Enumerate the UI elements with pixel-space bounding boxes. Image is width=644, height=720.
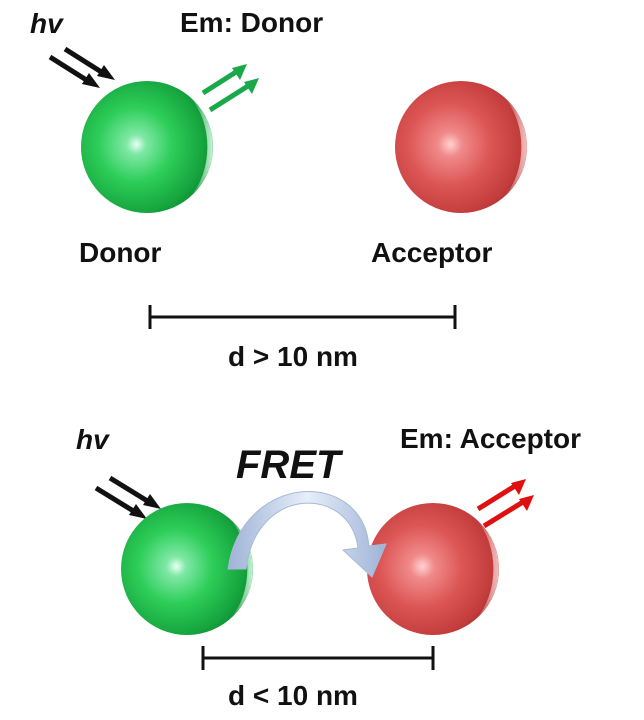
fret-label: FRET [236,443,344,487]
emission-arrow-icon [476,479,534,529]
donor-sphere [81,81,213,213]
top-panel: hv Em: Donor Donor Acceptor [30,7,527,372]
distance-label: d < 10 nm [228,680,358,711]
transfer-arrow-icon [227,491,387,578]
hv-label: hv [76,424,110,455]
bottom-panel: hv FRET Em: Acceptor [76,423,581,711]
emission-arrow-icon [201,64,259,113]
donor-label: Donor [79,237,162,268]
emission-label: Em: Donor [180,7,323,38]
excitation-arrow-icon [94,475,161,519]
acceptor-sphere [395,81,527,213]
emission-label: Em: Acceptor [400,423,581,454]
distance-bar [201,646,435,670]
distance-bar [148,305,457,329]
distance-label: d > 10 nm [228,341,358,372]
excitation-arrow-icon [48,46,115,88]
acceptor-sphere [367,503,499,635]
hv-label: hv [30,8,64,39]
acceptor-label: Acceptor [371,237,492,268]
